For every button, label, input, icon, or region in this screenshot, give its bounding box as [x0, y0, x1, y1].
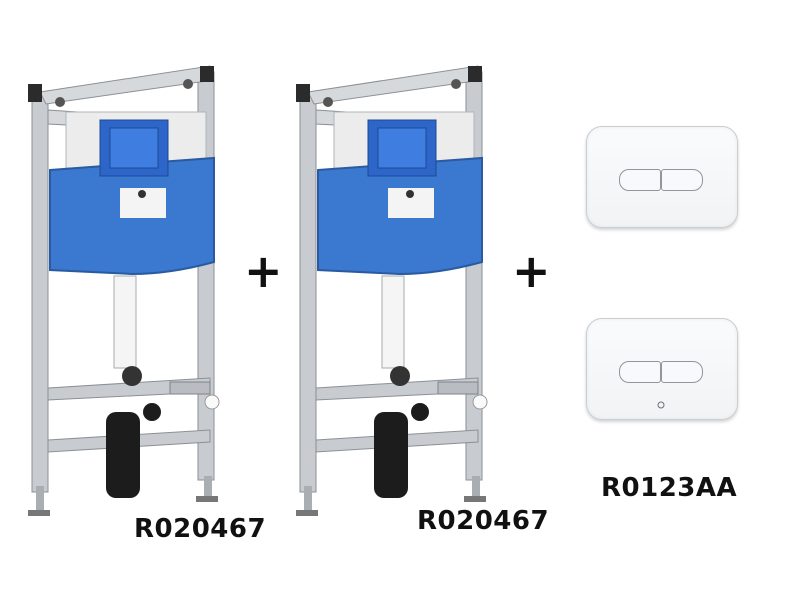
flush-button-large [661, 361, 703, 383]
flush-plate-icon [586, 318, 738, 420]
flush-button-small [619, 361, 661, 383]
product-code: R020467 [134, 514, 267, 544]
product-code: R0123AA [601, 473, 738, 503]
product-code: R020467 [417, 506, 550, 536]
plus-sign: + [512, 244, 551, 298]
brand-logo-icon [657, 401, 665, 409]
flush-button-small [619, 169, 661, 191]
flush-button-large [661, 169, 703, 191]
flush-plate-icon [586, 126, 738, 228]
wc-frame-cistern-icon [296, 65, 488, 516]
wc-frame-cistern-icon [28, 65, 220, 516]
plus-sign: + [244, 244, 283, 298]
